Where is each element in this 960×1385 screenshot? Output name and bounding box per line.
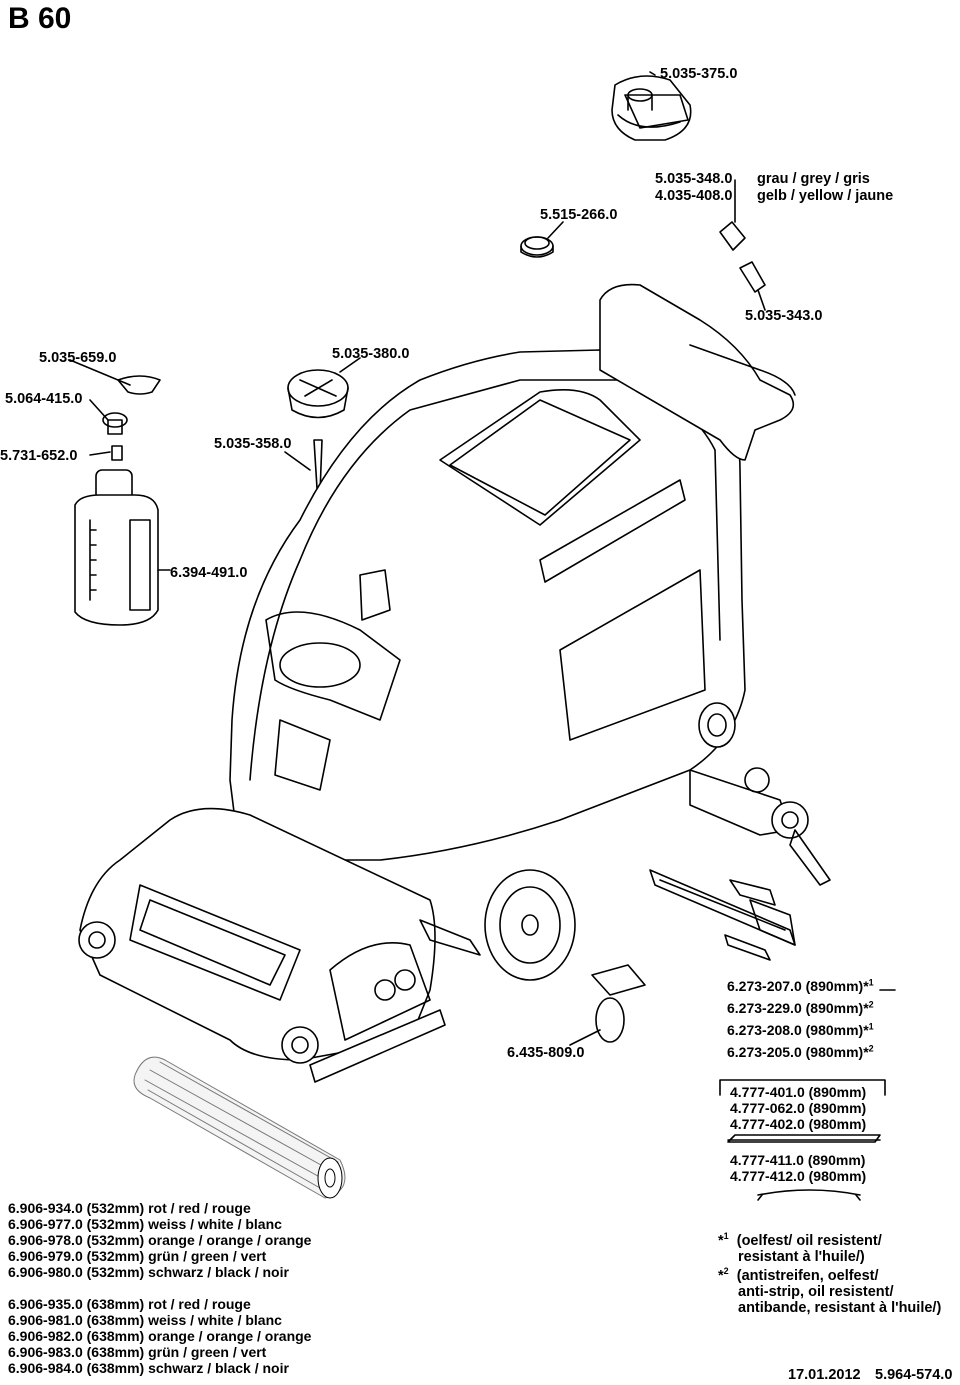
footnote-1: *1 (oelfest/ oil resistent/ resistant à … bbox=[718, 1231, 882, 1265]
squeegee-arm-drawing bbox=[689, 767, 831, 886]
list-item: 6.906-980.0 (532mm) schwarz / black / no… bbox=[8, 1264, 289, 1280]
list-item: 4.777-401.0 (890mm) bbox=[730, 1084, 867, 1100]
footnote-2: *2 (antistreifen, oelfest/ anti-strip, o… bbox=[718, 1266, 942, 1316]
part-label-5035375: 5.035-375.0 bbox=[660, 66, 738, 82]
part-label-5035380: 5.035-380.0 bbox=[332, 346, 410, 362]
list-item: 6.273-205.0 (980mm)*2 bbox=[727, 1043, 874, 1060]
list-item: 4.777-412.0 (980mm) bbox=[730, 1168, 867, 1184]
list-item: 6.906-979.0 (532mm) grün / green / vert bbox=[8, 1248, 267, 1264]
part-label-5035358: 5.035-358.0 bbox=[214, 436, 292, 452]
list-item: 4.777-411.0 (890mm) bbox=[730, 1152, 866, 1168]
squeegee-strips-list: 4.777-411.0 (890mm) 4.777-412.0 (980mm) bbox=[730, 1152, 866, 1184]
filter-drawing bbox=[520, 236, 554, 258]
squeegee-frames-list: 4.777-401.0 (890mm) 4.777-062.0 (890mm) … bbox=[730, 1084, 866, 1132]
list-item: 4.777-402.0 (980mm) bbox=[730, 1116, 867, 1132]
part-label-5064415: 5.064-415.0 bbox=[5, 391, 83, 407]
lid-part-drawing bbox=[611, 75, 692, 141]
part-label-5035343: 5.035-343.0 bbox=[745, 308, 823, 324]
squeegee-blade-drawing bbox=[649, 869, 796, 961]
footer-date: 17.01.2012 bbox=[788, 1367, 861, 1383]
part-label-6394491: 6.394-491.0 bbox=[170, 565, 248, 581]
part-label-5515266: 5.515-266.0 bbox=[540, 207, 618, 223]
key-drawing bbox=[719, 221, 766, 293]
list-item: 6.273-229.0 (890mm)*2 bbox=[727, 999, 874, 1016]
roller-brush-drawing bbox=[133, 1056, 346, 1199]
part-desc-4035408: gelb / yellow / jaune bbox=[757, 188, 894, 204]
list-item: 6.906-935.0 (638mm) rot / red / rouge bbox=[8, 1296, 251, 1312]
part-label-4035408: 4.035-408.0 bbox=[655, 188, 733, 204]
part-label-5731652: 5.731-652.0 bbox=[0, 448, 78, 464]
bottle-drawing bbox=[74, 375, 161, 626]
list-item: 6.906-981.0 (638mm) weiss / white / blan… bbox=[8, 1312, 282, 1328]
part-label-5035659: 5.035-659.0 bbox=[39, 350, 117, 366]
brushes-638-list: 6.906-935.0 (638mm) rot / red / rouge 6.… bbox=[8, 1296, 311, 1376]
brush-deck-drawing bbox=[78, 807, 481, 1083]
cap-drawing bbox=[287, 369, 349, 521]
part-desc-5035348: grau / grey / gris bbox=[757, 171, 870, 187]
list-item: 6.273-208.0 (980mm)*1 bbox=[727, 1021, 874, 1038]
list-item: 6.906-977.0 (532mm) weiss / white / blan… bbox=[8, 1216, 282, 1232]
list-item: 6.906-934.0 (532mm) rot / red / rouge bbox=[8, 1200, 251, 1216]
list-item: 6.906-984.0 (638mm) schwarz / black / no… bbox=[8, 1360, 289, 1376]
machine-body-drawing bbox=[229, 283, 796, 1046]
footer-doc-number: 5.964-574.0 bbox=[875, 1367, 953, 1383]
list-item: 6.906-983.0 (638mm) grün / green / vert bbox=[8, 1344, 267, 1360]
part-label-6435809: 6.435-809.0 bbox=[507, 1045, 585, 1061]
list-item: 4.777-062.0 (890mm) bbox=[730, 1100, 867, 1116]
list-item: 6.273-207.0 (890mm)*1 bbox=[727, 977, 874, 994]
page-title: B 60 bbox=[8, 2, 72, 35]
list-item: 6.906-982.0 (638mm) orange / orange / or… bbox=[8, 1328, 312, 1344]
list-item: 6.906-978.0 (532mm) orange / orange / or… bbox=[8, 1232, 312, 1248]
brushes-532-list: 6.906-934.0 (532mm) rot / red / rouge 6.… bbox=[8, 1200, 311, 1280]
squeegee-lips-list: 6.273-207.0 (890mm)*1 6.273-229.0 (890mm… bbox=[727, 975, 874, 1063]
part-label-5035348: 5.035-348.0 bbox=[655, 171, 733, 187]
